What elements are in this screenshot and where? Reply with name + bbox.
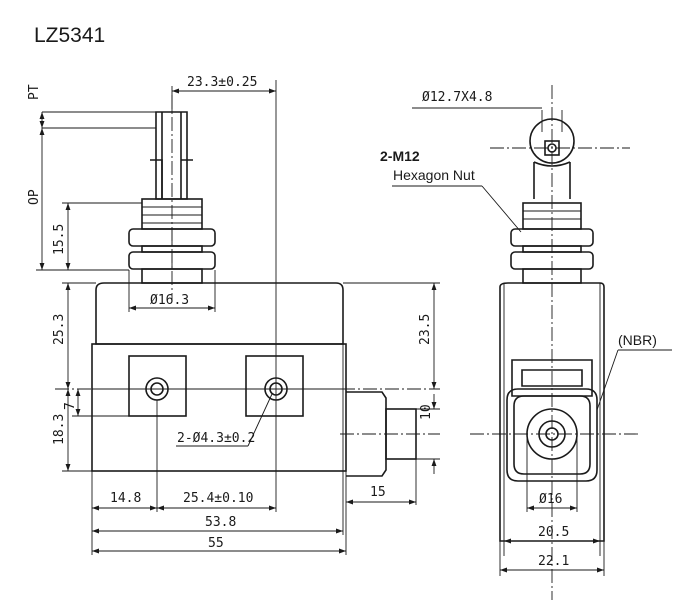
dim-hole-offset: 7 xyxy=(63,402,78,410)
dim-pt: PT xyxy=(27,84,42,100)
front-view: 23.3±0.25 PT OP 15.5 Ø16.3 25.3 23.5 7 1 xyxy=(27,75,440,555)
hexagon-nuts xyxy=(128,198,216,284)
dim-boss-dia: Ø16 xyxy=(539,492,562,507)
model-title: LZ5341 xyxy=(34,24,105,47)
dim-holes: 2-Ø4.3±0.2 xyxy=(177,431,255,446)
body-lower xyxy=(91,343,347,472)
dim-body-upper: 25.3 xyxy=(52,314,67,345)
side-plunger xyxy=(533,161,571,199)
body-head xyxy=(95,282,344,345)
roller xyxy=(529,110,575,164)
dim-roller: Ø12.7X4.8 xyxy=(422,90,492,105)
dim-body-right: 23.5 xyxy=(418,314,433,345)
dim-hole-pitch: 25.4±0.10 xyxy=(183,491,253,506)
plunger xyxy=(42,111,193,200)
dim-plunger-offset: 23.3±0.25 xyxy=(187,75,257,90)
mounting-hole-right xyxy=(245,355,304,417)
dim-nut-dia: Ø16.3 xyxy=(150,293,189,308)
dim-lower-height: 18.3 xyxy=(52,414,67,445)
label-nut-size: 2-M12 xyxy=(380,148,420,164)
dim-body-inner: 53.8 xyxy=(205,515,236,530)
nbr-seal xyxy=(506,359,598,482)
mounting-hole-left xyxy=(128,355,187,417)
dim-op: OP xyxy=(27,189,42,205)
dim-body-total: 55 xyxy=(208,536,224,551)
dim-width-inner: 20.5 xyxy=(538,525,569,540)
dim-shaft-length: 15 xyxy=(370,485,386,500)
dim-shaft-height: 10 xyxy=(419,404,434,420)
actuator-shaft xyxy=(340,391,440,477)
side-view: Ø12.7X4.8 2-M12 Hexagon Nut (NBR) Ø16 20… xyxy=(380,85,672,600)
dim-width-outer: 22.1 xyxy=(538,554,569,569)
label-seal: (NBR) xyxy=(618,332,657,348)
side-hexagon-nuts xyxy=(510,202,594,284)
label-nut-type: Hexagon Nut xyxy=(393,167,475,183)
dim-thread-length: 15.5 xyxy=(52,224,67,255)
dim-hole-left: 14.8 xyxy=(110,491,141,506)
